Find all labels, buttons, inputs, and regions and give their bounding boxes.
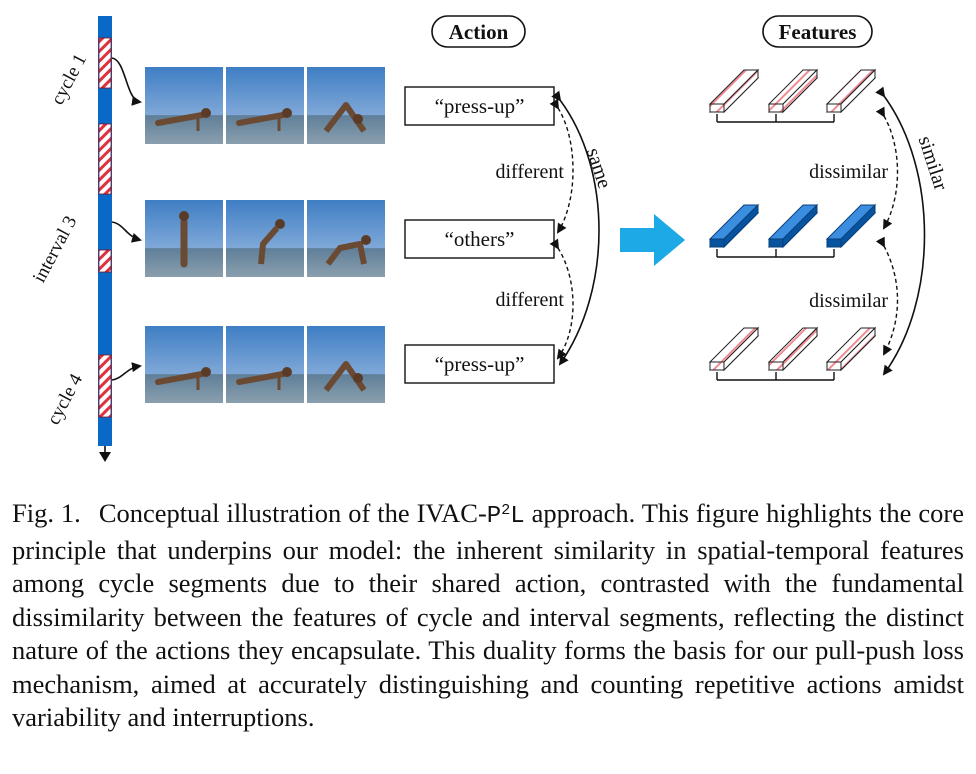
video-frame-2-1 <box>145 200 223 277</box>
feature-block-2-3 <box>825 203 877 249</box>
figure-1: Action Features cycle 1 interval 3 cycle… <box>29 15 952 462</box>
action-label-cycle-1: “press-up” <box>404 86 555 126</box>
segment-label-cycle-1: cycle 1 <box>47 51 91 109</box>
cycle-1-segment <box>98 37 112 89</box>
action-same-arrow <box>551 90 600 366</box>
video-frames <box>145 67 385 403</box>
segment-label-cycle-4: cycle 4 <box>43 370 87 428</box>
video-frame-3-3 <box>307 326 385 403</box>
action-label-cycle-4: “press-up” <box>404 344 555 384</box>
svg-text:“others”: “others” <box>445 227 515 251</box>
feature-block-2-1 <box>708 203 760 249</box>
video-frame-1-2 <box>226 67 304 144</box>
feature-block-1-1 <box>708 68 760 114</box>
video-frame-3-1 <box>145 326 223 403</box>
feature-dissimilar-arrow-top <box>875 106 899 230</box>
feature-bracket-2 <box>716 249 835 258</box>
svg-text:“press-up”: “press-up” <box>435 94 525 118</box>
feature-blocks <box>708 68 877 381</box>
action-label-interval-3: “others” <box>404 219 555 259</box>
video-frame-3-2 <box>226 326 304 403</box>
figure-canvas: Action Features cycle 1 interval 3 cycle… <box>29 15 952 462</box>
feature-relation-dissimilar-bottom: dissimilar <box>809 290 888 312</box>
svg-text:Action: Action <box>449 20 509 44</box>
action-relation-same: same <box>582 145 616 191</box>
feature-block-2-2 <box>767 203 819 249</box>
video-frame-1-1 <box>145 67 223 144</box>
svg-text:“press-up”: “press-up” <box>435 352 525 376</box>
action-heading: Action <box>431 15 526 48</box>
caption-text-pre: Conceptual illustration of the IVAC- <box>98 498 487 528</box>
svg-text:Features: Features <box>779 20 857 44</box>
feature-block-1-3 <box>825 68 877 114</box>
caption-lead: Fig. 1. <box>12 498 81 528</box>
mapping-arrow <box>620 214 685 266</box>
feature-block-3-1 <box>708 326 760 372</box>
connector-cycle-1 <box>111 57 142 106</box>
feature-similar-arrow <box>875 86 926 376</box>
connector-interval-3 <box>111 221 142 243</box>
caption-method-name: P2L <box>486 502 525 530</box>
feature-relation-dissimilar-top: dissimilar <box>809 161 888 183</box>
caption-text-post: approach. This figure highlights the cor… <box>12 498 964 732</box>
video-frame-2-2 <box>226 200 304 277</box>
cycle-segment-short <box>98 249 112 273</box>
feature-block-3-2 <box>767 326 819 372</box>
cycle-2-segment <box>98 123 112 195</box>
feature-bracket-1 <box>716 114 835 123</box>
action-relation-different-top: different <box>496 161 565 183</box>
video-timeline <box>98 16 112 462</box>
video-frame-1-3 <box>307 67 385 144</box>
cycle-4-segment <box>98 354 112 418</box>
action-different-arrow-bottom <box>549 238 574 360</box>
action-relation-different-bottom: different <box>496 289 565 311</box>
feature-bracket-3 <box>716 372 835 381</box>
feature-block-1-2 <box>767 68 819 114</box>
video-frame-2-3 <box>307 200 385 277</box>
feature-block-3-3 <box>825 326 877 372</box>
connector-cycle-4 <box>111 362 142 381</box>
segment-label-interval-3: interval 3 <box>29 213 81 287</box>
figure-caption: Fig. 1. Conceptual illustration of the IV… <box>12 497 964 735</box>
features-heading: Features <box>762 15 873 48</box>
